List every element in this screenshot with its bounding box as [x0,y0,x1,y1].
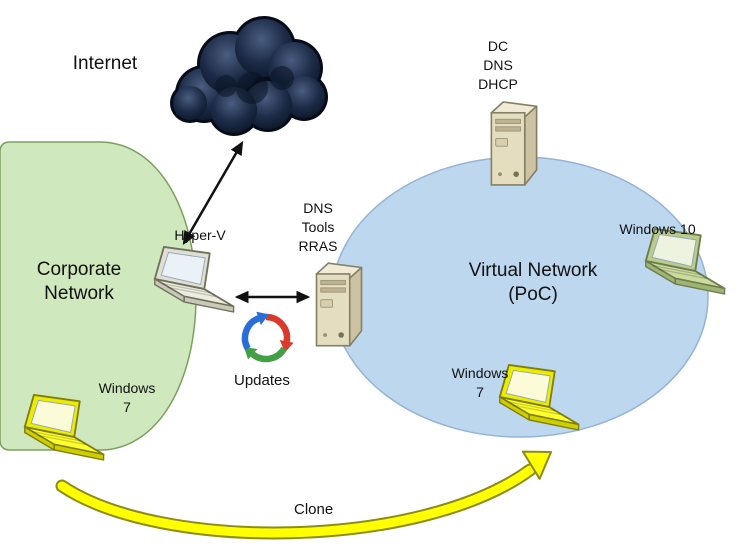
internet-label: Internet [72,53,138,74]
windows7-virtual-label: Windows 7 [440,364,520,402]
virtual-zone-label: Virtual Network (PoC) [468,260,598,305]
clone-label: Clone [294,501,334,518]
dc-server-label-line3: DHCP [478,75,518,92]
windows7-corporate-label: Windows 7 [87,379,167,417]
dc-server-label-line1: DC [487,38,509,54]
dc-server-icon [490,101,538,186]
windows7-corporate-label-line2: 7 [123,398,131,415]
dc-server-label-line2: DNS [483,56,513,73]
windows10-label: Windows 10 [619,221,696,237]
windows7-corporate-label-line1: Windows [98,380,156,396]
dc-server-label: DC DNS DHCP [468,37,528,94]
clone-arrow [55,450,552,540]
windows7-virtual-label-line1: Windows [451,365,509,381]
windows7-virtual-label-line2: 7 [476,383,484,400]
corporate-zone-label: Corporate Network [36,259,122,304]
hyperv-label: Hyper-V [174,227,226,243]
edge-server-label-line3: RRAS [298,237,338,254]
internet-link-arrow [182,141,244,245]
edge-server-icon [315,262,363,347]
updates-label: Updates [234,372,290,389]
edge-server-label-line1: DNS [303,200,333,216]
updates-sync-icon [234,307,294,373]
internet-cloud-icon [170,16,328,136]
edge-server-label: DNS Tools RRAS [288,199,348,256]
edge-server-label-line2: Tools [301,218,335,235]
